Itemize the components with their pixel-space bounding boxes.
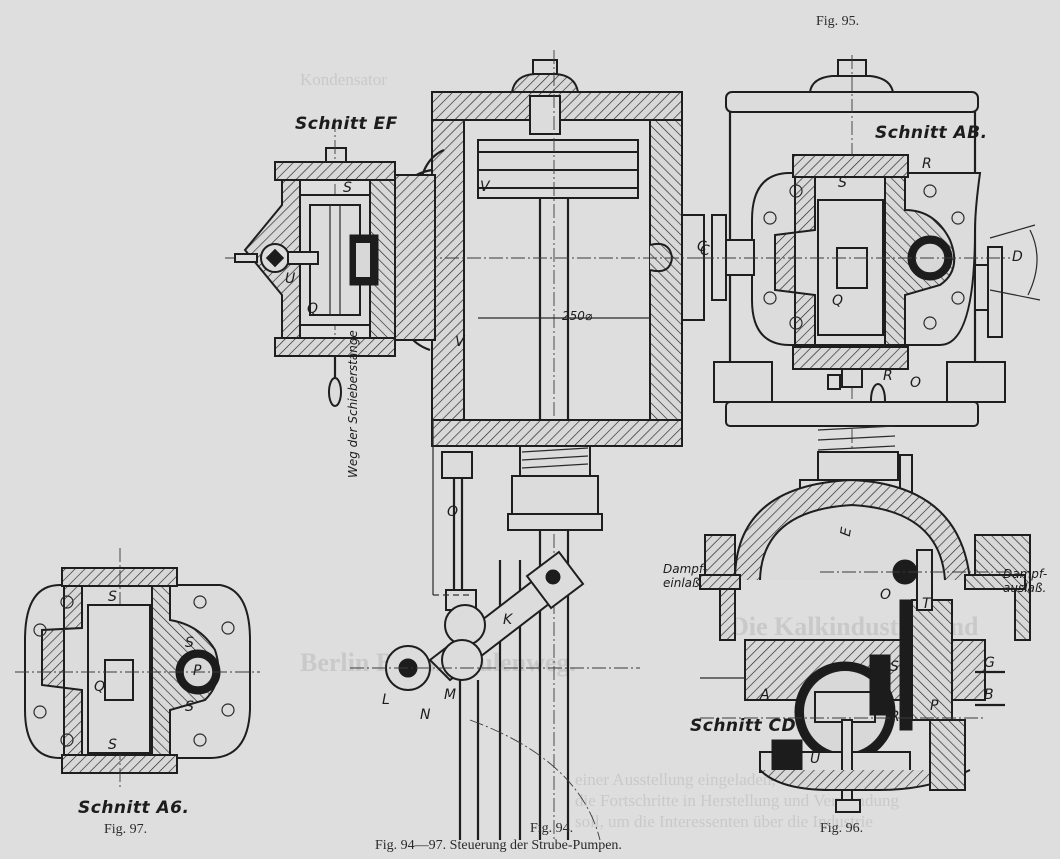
figure-label-94: Fig. 94. xyxy=(530,821,574,836)
section-title-ab: Schnitt AB. xyxy=(875,123,988,143)
label-d: D xyxy=(1012,249,1023,265)
label-r: R xyxy=(890,709,900,725)
label-l: L xyxy=(382,692,390,708)
fig95-drawing xyxy=(700,55,1041,541)
label-o: O xyxy=(447,504,459,520)
label-c: C xyxy=(697,239,707,255)
label-schieberweg: Weg der Schieberstange xyxy=(346,330,360,478)
bleed-through-line: soll, um die Interessenten über die Indu… xyxy=(575,812,873,831)
label-dampf-einlass: Dampf- einlaß. xyxy=(663,562,708,591)
label-q: Q xyxy=(832,293,844,309)
label-r: R xyxy=(883,368,893,384)
figure-label-96: Fig. 96. xyxy=(820,821,864,836)
label-c: C xyxy=(700,243,710,259)
label-s: S xyxy=(343,180,352,196)
label-a: A xyxy=(760,687,770,703)
section-title-cd: Schnitt CD xyxy=(690,716,797,736)
label-s: S xyxy=(838,175,847,191)
section-title-ef: Schnitt EF xyxy=(295,114,398,134)
label-s: S xyxy=(185,635,194,651)
figure-label-95: Fig. 95. xyxy=(816,14,860,29)
fig94-drawing xyxy=(225,50,705,841)
label-s: S xyxy=(108,737,117,753)
label-u: U xyxy=(285,271,296,287)
label-v: V xyxy=(480,179,490,195)
label-s: S xyxy=(890,659,899,675)
label-g: G xyxy=(984,655,995,671)
figure-caption: Fig. 94—97. Steuerung der Strube-Pumpen. xyxy=(375,838,622,853)
label-o: O xyxy=(910,375,922,391)
label-n: N xyxy=(420,707,431,723)
dimension-bore: 250⌀ xyxy=(562,309,593,323)
label-p: P xyxy=(930,698,939,714)
label-q: Q xyxy=(307,301,319,317)
bleed-through-line: die Fortschritte in Herstellung und Verw… xyxy=(575,791,900,810)
label-s: S xyxy=(185,699,194,715)
label-t: T xyxy=(922,596,931,612)
label-r: R xyxy=(922,156,932,172)
label-b: B xyxy=(984,687,994,703)
fig96-drawing xyxy=(699,478,1031,813)
label-dampf-auslass: Dampf- auslaß. xyxy=(1003,567,1048,596)
label-m: M xyxy=(444,687,457,703)
label-k: K xyxy=(503,612,513,628)
figure-label-97: Fig. 97. xyxy=(104,822,148,837)
label-p: P xyxy=(193,663,202,679)
section-ef-drawing xyxy=(234,118,436,407)
label-u: U xyxy=(810,751,821,767)
fig97-drawing xyxy=(15,548,260,790)
label-v: V xyxy=(455,334,465,350)
label-o: O xyxy=(880,587,892,603)
section-title-a6: Schnitt A6. xyxy=(78,798,190,818)
label-s: S xyxy=(108,589,117,605)
label-q: Q xyxy=(94,679,106,695)
bleed-through-line: Kondensator xyxy=(300,70,387,89)
